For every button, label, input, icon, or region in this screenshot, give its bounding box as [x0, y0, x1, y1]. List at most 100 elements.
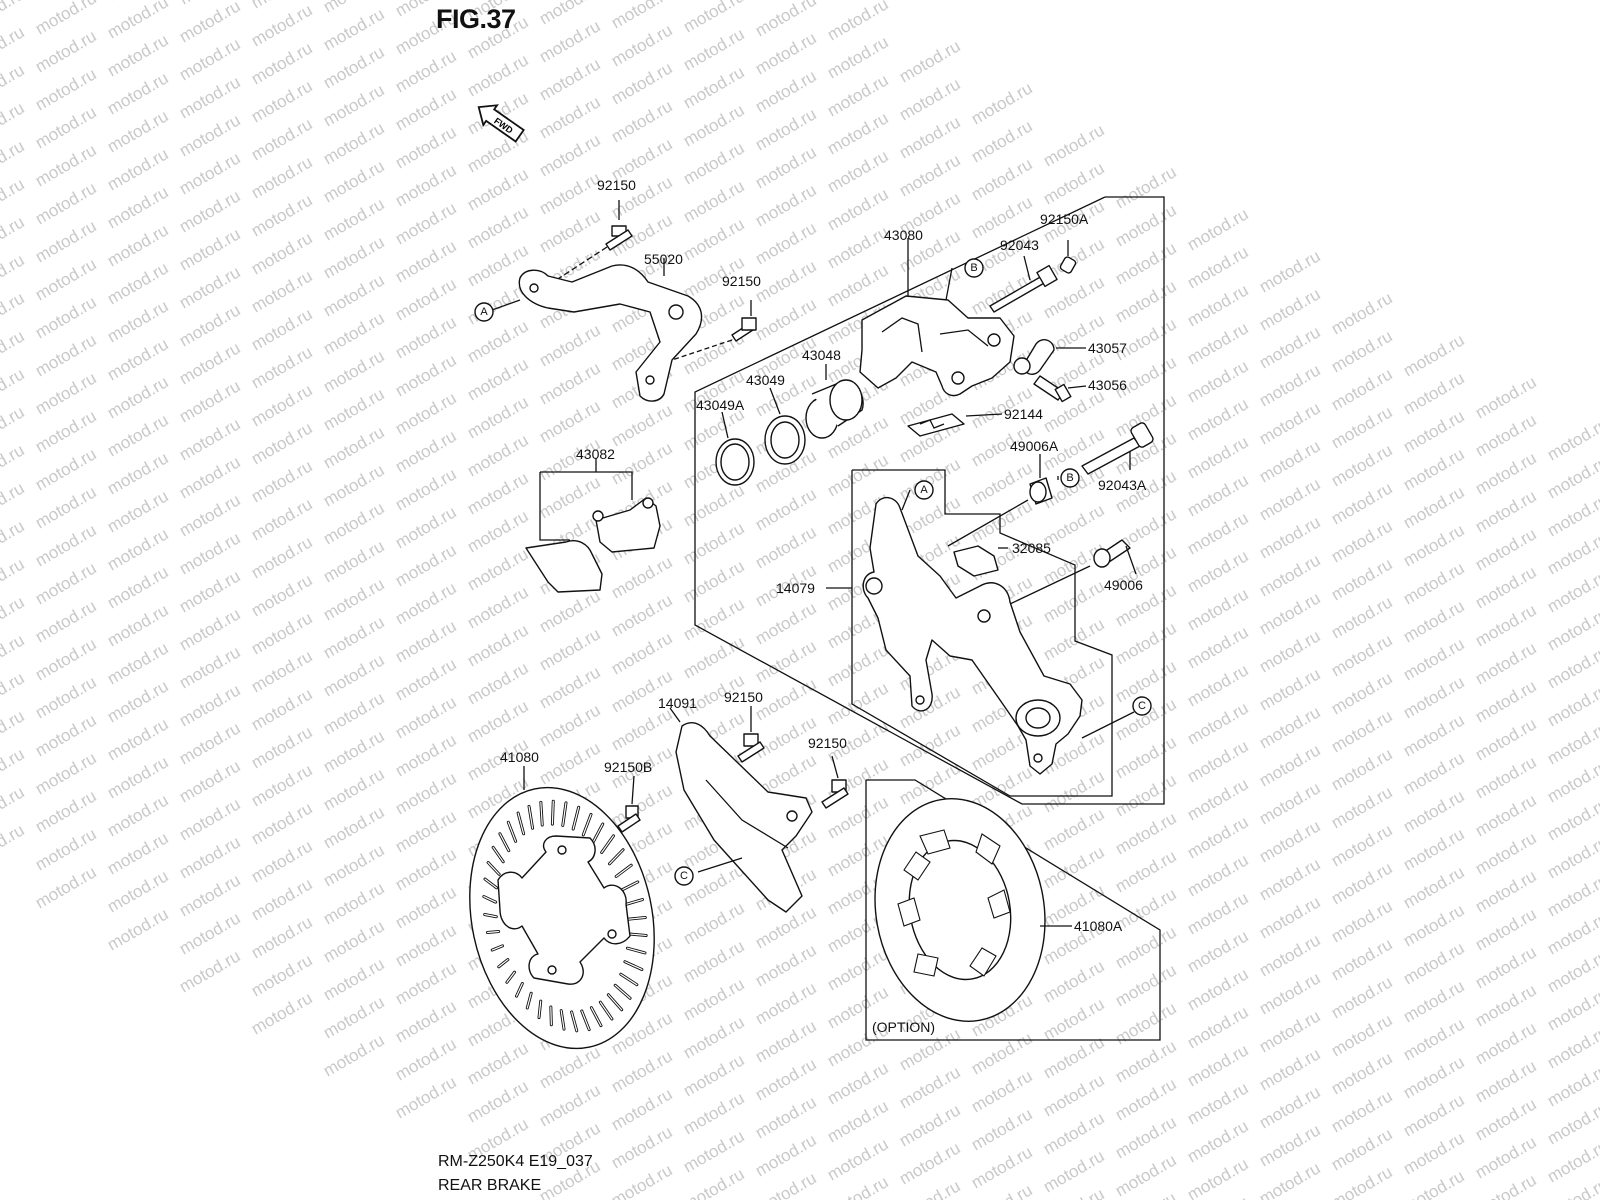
bolt-92150B — [617, 775, 641, 833]
ref-circle-b-pin: B — [1060, 468, 1080, 488]
disc-vent-slot-inner — [540, 801, 543, 826]
footer-model-code: RM-Z250K4 E19_037 — [438, 1153, 593, 1170]
disc-vent-slot-inner — [581, 1010, 590, 1031]
brake-pad-set-43082 — [525, 458, 661, 593]
disc-vent-slot-inner — [572, 806, 580, 830]
disc-vent-slot-inner — [627, 933, 647, 937]
svg-text:C: C — [680, 870, 688, 882]
callout-92150-guard-b: 92150 — [808, 735, 847, 751]
callout-92150-top: 92150 — [597, 177, 636, 193]
callout-92144: 92144 — [1004, 406, 1043, 422]
bolt-92150-guard-a — [737, 706, 765, 763]
disc-vent-slot-inner — [483, 895, 497, 903]
disc-vent-slot-inner — [487, 861, 500, 875]
disc-vent-slot-inner — [599, 1001, 613, 1020]
seal-43049 — [764, 387, 806, 465]
callout-14091: 14091 — [658, 695, 697, 711]
cap-92150A — [1059, 240, 1077, 274]
svg-text:A: A — [920, 484, 928, 496]
disc-vent-slot-inner — [551, 800, 554, 825]
brake-disc-41080A — [874, 798, 1072, 1022]
disc-vent-slot-inner — [620, 973, 638, 986]
callout-92150B: 92150B — [604, 759, 652, 775]
svg-text:C: C — [1138, 700, 1146, 712]
disc-vent-slot-inner — [506, 971, 516, 983]
disc-vent-slot-inner — [486, 930, 500, 934]
pad-spring-92144 — [907, 413, 1003, 437]
disc-vent-slot-inner — [571, 1011, 578, 1032]
ref-circle-a-holder: A — [914, 480, 934, 500]
callout-92150-guard-a: 92150 — [724, 689, 763, 705]
callout-43082: 43082 — [576, 446, 615, 462]
disc-vent-slot-inner — [517, 812, 525, 835]
bleeder-valve-43056 — [1033, 375, 1087, 403]
boot-49006A — [947, 454, 1053, 547]
caliper-holder-14079 — [826, 497, 1083, 775]
disc-vent-slot-inner — [562, 802, 567, 827]
callout-43049: 43049 — [746, 372, 785, 388]
callout-43049A: 43049A — [696, 397, 745, 413]
callout-92043A: 92043A — [1098, 477, 1147, 493]
ref-circle-c-guard: C — [674, 866, 694, 886]
callout-43056: 43056 — [1088, 377, 1127, 393]
callout-43048: 43048 — [802, 347, 841, 363]
pin-92043 — [989, 255, 1058, 313]
disc-vent-slot-inner — [550, 1006, 552, 1026]
brake-disc-41080 — [469, 766, 655, 1050]
disc-vent-slot-inner — [498, 958, 509, 968]
callout-41080: 41080 — [500, 749, 539, 765]
callout-43057: 43057 — [1088, 340, 1127, 356]
callout-32085: 32085 — [1012, 540, 1051, 556]
caliper-body-43080 — [859, 238, 1015, 397]
boot-49006 — [1009, 539, 1137, 605]
disc-vent-slot-inner — [491, 945, 504, 951]
seal-43049A — [715, 411, 755, 486]
disc-vent-slot-inner — [614, 984, 631, 999]
disc-vent-slot-inner — [499, 833, 510, 852]
option-disc-outline — [865, 779, 1161, 1041]
disc-vent-slot-inner — [601, 835, 615, 854]
disc-vent-slot-inner — [538, 1000, 542, 1019]
pin-92043A — [1081, 422, 1154, 475]
option-note: (OPTION) — [872, 1019, 935, 1035]
callout-14079: 14079 — [776, 580, 815, 596]
disc-vent-slot-inner — [620, 881, 639, 891]
disc-vent-slot-inner — [560, 1009, 565, 1030]
figure-title: FIG.37 — [436, 4, 516, 34]
ref-circle-b-caliper: B — [964, 258, 984, 278]
disc-vent-slot-inner — [515, 982, 523, 997]
callout-92150-bracket: 92150 — [722, 273, 761, 289]
callout-41080A: 41080A — [1074, 918, 1123, 934]
disc-vent-slot-inner — [528, 805, 534, 829]
pad-spring-32085 — [953, 545, 1008, 577]
disc-vent-slot-inner — [608, 849, 624, 865]
ref-circle-a-bracket: A — [474, 302, 494, 322]
disc-vent-slot-inner — [507, 821, 517, 842]
disc-vent-slot-inner — [484, 878, 498, 889]
callout-49006A: 49006A — [1010, 438, 1059, 454]
bleeder-cap-43057 — [1013, 339, 1086, 375]
bolt-92150-bracket — [671, 300, 757, 361]
disc-vent-slot-inner — [582, 813, 592, 836]
disc-guard-14091 — [669, 707, 813, 913]
callout-92043: 92043 — [1000, 237, 1039, 253]
callout-55020: 55020 — [644, 251, 683, 267]
disc-vent-slot-inner — [624, 898, 644, 906]
holder-group-outline — [851, 469, 1113, 797]
callout-49006: 49006 — [1104, 577, 1143, 593]
forward-direction-arrow-icon: FWD — [477, 104, 525, 143]
disc-vent-slot-inner — [627, 916, 646, 920]
ref-circle-c-holder: C — [1132, 696, 1152, 716]
disc-vent-slot-inner — [484, 913, 497, 918]
disc-vent-slot-inner — [607, 994, 623, 1011]
piston-43048 — [805, 364, 864, 439]
disc-vent-slot-inner — [592, 823, 604, 844]
callout-92150A: 92150A — [1040, 211, 1089, 227]
disc-vent-slot-inner — [590, 1007, 602, 1027]
bolt-92150-guard-b — [821, 755, 849, 809]
footer-section-name: REAR BRAKE — [438, 1177, 542, 1194]
callout-43080: 43080 — [884, 227, 923, 243]
svg-text:A: A — [480, 306, 488, 318]
disc-vent-slot-inner — [615, 864, 632, 878]
